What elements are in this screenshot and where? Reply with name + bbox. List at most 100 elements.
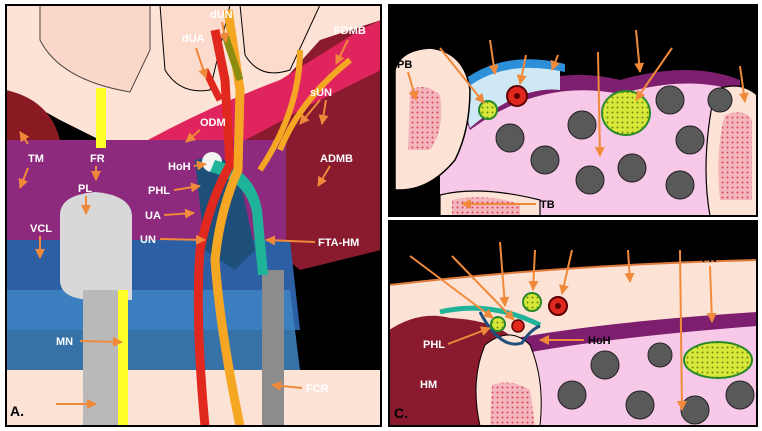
label-b-un: UN: [432, 35, 448, 47]
arrow-a-sun-2: [318, 99, 329, 125]
arrow-b-pb: [407, 71, 419, 101]
arrow-a-fta-hm: [265, 235, 316, 246]
pisiform-marrow: [408, 86, 442, 150]
label-b-vcl: VCL: [548, 42, 570, 54]
label-c-sun: sUN: [528, 236, 550, 248]
arrow-c-ct: [676, 249, 687, 411]
panel-a-frame: [5, 4, 382, 427]
label-c-dua: dUA: [440, 242, 463, 254]
label-c-fta-hm: FTA-HM: [482, 229, 523, 241]
tendon-c-6: [725, 380, 755, 410]
median-nerve-c: [683, 341, 753, 379]
panel-b-frame: [388, 4, 758, 217]
label-a-un: UN: [140, 234, 156, 246]
flexor-tendons-c: [557, 342, 755, 425]
label-b-tb: TB: [540, 199, 555, 211]
label-a-fcr: FCR: [306, 383, 329, 395]
superficial-ulnar-nerve-branch: [257, 49, 303, 172]
panel-c-frame: [388, 220, 758, 427]
arrow-b-un: [439, 47, 485, 104]
deep-ulnar-artery-c: [511, 319, 525, 333]
superficial-ulnar-nerve-c: [522, 292, 542, 312]
label-b-mn: MN: [670, 35, 687, 47]
superficial-yellow-nerve: [96, 88, 106, 148]
tendon-4: [575, 165, 605, 195]
panel-c-arrows: [409, 241, 717, 411]
label-a-tm: TM: [28, 153, 44, 165]
arrow-a-sun-1: [299, 99, 321, 125]
volar-carpal-ligament-b: [456, 59, 565, 92]
label-a-fdmb: FDMB: [334, 25, 366, 37]
fcr-tendon: [262, 270, 284, 426]
label-c-dun: dUN: [397, 242, 420, 254]
arrow-c-scf: [624, 249, 635, 283]
label-c-hm: HM: [420, 379, 437, 391]
superficial-ulnar-artery-lumen-c: [555, 303, 561, 309]
scaphoid-marrow: [718, 112, 752, 200]
arrow-a-dun: [219, 21, 230, 43]
panel-a-arrows: [18, 21, 349, 409]
mn-yellow-strip: [118, 290, 128, 426]
label-b-sb: SB: [730, 53, 745, 65]
forearm-fascia: [6, 290, 300, 370]
label-c-phl: PHL: [423, 339, 445, 351]
label-a-mn: MN: [56, 336, 73, 348]
ulnar-artery: [193, 29, 235, 426]
panel-b-tag: B.: [394, 195, 408, 211]
label-b-fr: FR: [630, 16, 645, 28]
label-c-hoh: HoH: [588, 335, 611, 347]
tendon-2: [530, 145, 560, 175]
label-a-dua: dUA: [182, 33, 205, 45]
label-a-fta-hm: FTA-HM: [318, 237, 359, 249]
ulnar-nerve: [210, 9, 245, 426]
arrow-a-odm: [185, 129, 201, 143]
fdmb-muscle: [130, 20, 381, 160]
finger-little: [239, 5, 321, 74]
arrow-a-fcr: [271, 380, 303, 391]
arrow-a-tm-down: [18, 167, 29, 189]
arrow-b-mn: [635, 47, 673, 101]
arrow-a-un: [159, 234, 206, 245]
label-a-phl: PHL: [148, 185, 170, 197]
superficial-ulnar-nerve-branch-2: [277, 57, 352, 152]
panel-b: UN GC UA VCL CT FR MN PB SB TB B.: [389, 5, 757, 216]
flexor-tendons: [495, 85, 733, 200]
arrow-c-fta-hm: [499, 241, 510, 307]
arrow-a-tm-up: [19, 131, 30, 145]
arrow-b-gc: [488, 39, 499, 75]
label-b-pb: PB: [397, 59, 412, 71]
finger-shadow: [39, 5, 151, 93]
palmaris-longus: [60, 192, 132, 300]
hamate-marrow-c: [490, 382, 535, 426]
label-a-odm: ODM: [200, 117, 226, 129]
phl-outline-c: [478, 311, 541, 346]
arrow-b-sb: [738, 65, 749, 103]
flexor-retinaculum-c: [505, 312, 757, 356]
fta-hm-band: [210, 160, 268, 275]
ulnar-nerve-b: [478, 100, 498, 120]
deep-ulnar-nerve-c: [490, 316, 506, 332]
label-a-fr: FR: [90, 153, 105, 165]
panel-a: dUN dUA FDMB sUN ODM ADMB TM FR PL HoH P…: [6, 5, 381, 426]
panel-c-tag: C.: [394, 405, 408, 421]
arrow-c-sun: [528, 249, 539, 291]
arrow-a-ua: [163, 208, 195, 219]
wrist-skin: [6, 370, 381, 426]
label-a-ua: UA: [145, 210, 161, 222]
tendon-c-3: [625, 390, 655, 420]
median-nerve-column: [83, 290, 123, 426]
label-c-ct: CT: [672, 236, 687, 248]
arrow-a-phl: [173, 182, 201, 193]
arrow-c-fr: [706, 265, 717, 323]
panel-b-arrows: [407, 29, 749, 209]
panel-c: dUN dUA FTA-HM sUN sUA ScF CT FR PHL HoH…: [389, 221, 757, 426]
label-b-ua: UA: [520, 42, 536, 54]
arrow-c-dua: [451, 255, 515, 321]
arrow-a-dua: [195, 47, 208, 79]
tendon-c-1: [557, 380, 587, 410]
tendon-3: [567, 110, 597, 140]
arrow-b-ua: [516, 54, 527, 85]
label-a-pl: PL: [78, 183, 92, 195]
